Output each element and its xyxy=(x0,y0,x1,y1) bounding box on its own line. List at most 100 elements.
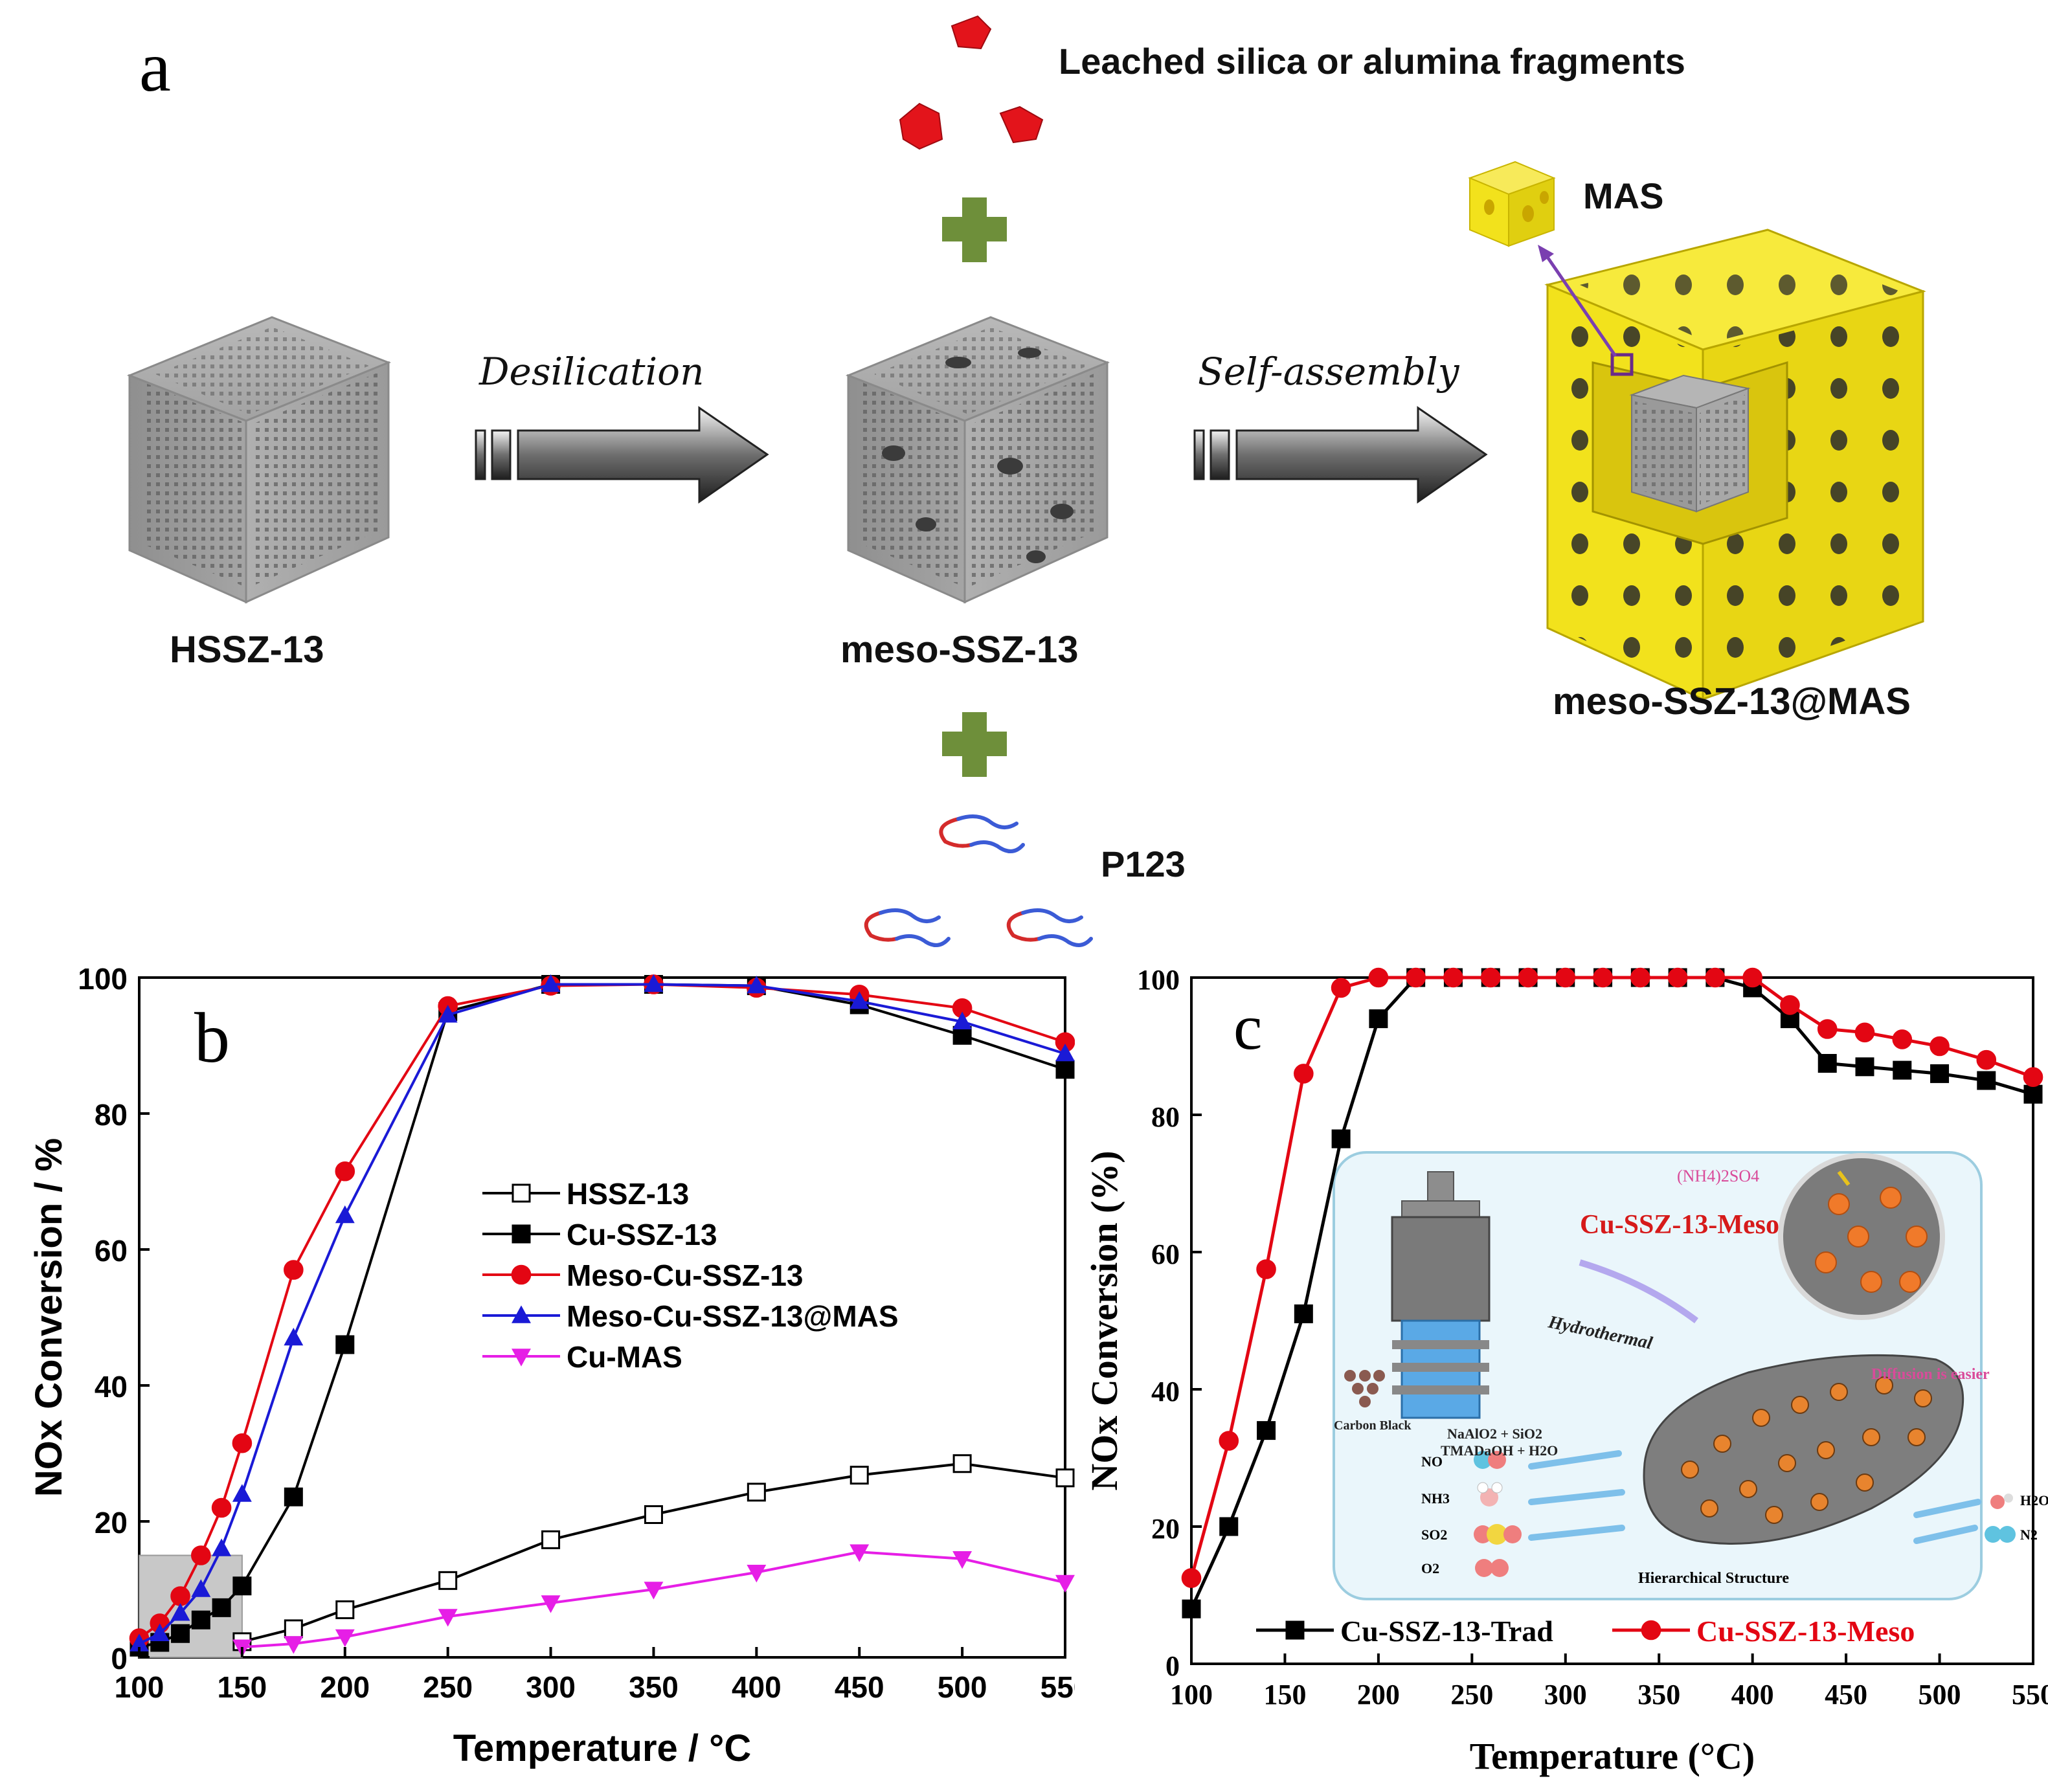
x-tick-label: 500 xyxy=(1919,1679,1961,1710)
data-point xyxy=(335,1600,355,1619)
legend-marker xyxy=(511,1264,532,1285)
inset-product-h2o: H2O xyxy=(2020,1492,2048,1508)
data-point xyxy=(191,1545,211,1565)
data-point xyxy=(1742,967,1762,988)
data-point xyxy=(1182,1599,1201,1618)
legend-entry: HSSZ-13 xyxy=(482,1177,689,1211)
data-point xyxy=(850,991,870,1009)
data-point xyxy=(1976,1049,1997,1070)
data-point xyxy=(644,974,664,992)
data-point xyxy=(1705,967,1726,988)
x-tick-label: 200 xyxy=(1357,1679,1400,1710)
data-point xyxy=(284,1619,303,1639)
data-point xyxy=(952,1025,972,1045)
inset-gas-no: NO xyxy=(1421,1453,1443,1470)
x-axis-label-c: Temperature (°C) xyxy=(1470,1735,1755,1777)
x-axis-label-b: Temperature / °C xyxy=(453,1727,751,1769)
self-assembly-label: Self-assembly xyxy=(1198,350,1459,394)
y-axis-label-c: NOx Conversion (%) xyxy=(1083,1150,1125,1490)
legend-entry: Meso-Cu-SSZ-13 xyxy=(482,1259,803,1292)
data-point xyxy=(1855,1057,1874,1077)
data-point xyxy=(212,1598,231,1617)
self-assembly-arrow xyxy=(1193,406,1488,504)
inset-gas-so2: SO2 xyxy=(1421,1527,1447,1543)
data-point xyxy=(1854,1022,1875,1043)
x-tick-label: 450 xyxy=(835,1670,884,1704)
y-tick-label: 40 xyxy=(1151,1376,1180,1407)
mas-small-cube xyxy=(1468,161,1556,247)
legend-entry: Cu-SSZ-13-Trad xyxy=(1256,1615,1553,1648)
chart-b: HSSZ-13Cu-SSZ-13Meso-Cu-SSZ-13Meso-Cu-SS… xyxy=(28,962,1075,1769)
data-point xyxy=(1518,967,1538,988)
legend-entry: Meso-Cu-SSZ-13@MAS xyxy=(482,1299,899,1333)
legend-label: Meso-Cu-SSZ-13 xyxy=(567,1259,803,1292)
inset-carbon-black: Carbon Black xyxy=(1334,1418,1412,1433)
y-axis-label-b: NOx Conversion / % xyxy=(28,1138,70,1497)
x-tick-label: 150 xyxy=(218,1670,267,1704)
data-point xyxy=(1555,967,1576,988)
legend-entry: Cu-MAS xyxy=(482,1340,682,1374)
data-point xyxy=(335,1629,355,1648)
series-line xyxy=(242,1462,1066,1643)
inset-title: Cu-SSZ-13-Meso xyxy=(1580,1210,1779,1240)
data-point xyxy=(171,1624,190,1643)
y-tick-label: 100 xyxy=(78,962,128,996)
data-point xyxy=(1443,967,1463,988)
legend-label: Cu-SSZ-13 xyxy=(567,1218,717,1251)
legend-label: Meso-Cu-SSZ-13@MAS xyxy=(567,1299,899,1333)
meso-ssz13-label: meso-SSZ-13 xyxy=(840,629,1079,671)
hydrothermal-inset xyxy=(1333,1151,2016,1600)
inset-diffusion: Diffusion is easier xyxy=(1871,1366,1990,1383)
legend-marker xyxy=(1641,1620,1661,1641)
y-tick-label: 100 xyxy=(1137,964,1180,996)
data-point xyxy=(1055,1468,1075,1488)
data-point xyxy=(1817,1019,1838,1039)
data-point xyxy=(191,1579,211,1597)
series-meso-cu-ssz-13-mas xyxy=(129,974,1075,1652)
data-point xyxy=(232,1484,252,1502)
meso-ssz13-mas-label: meso-SSZ-13@MAS xyxy=(1553,680,1911,722)
series-cu-ssz-13-meso xyxy=(1181,967,2043,1588)
meso-ssz13-cube xyxy=(845,316,1110,604)
leached-fragments-label: Leached silica or alumina fragments xyxy=(1059,41,1685,82)
data-point xyxy=(850,1544,870,1562)
data-point xyxy=(1257,1421,1276,1440)
data-point xyxy=(335,1205,355,1224)
data-point xyxy=(1893,1060,1912,1080)
data-point xyxy=(232,1576,252,1596)
data-point xyxy=(438,1571,458,1590)
p123-label: P123 xyxy=(1101,844,1186,884)
y-tick-label: 60 xyxy=(95,1234,128,1268)
data-point xyxy=(438,1005,458,1023)
data-point xyxy=(170,1586,190,1606)
data-point xyxy=(541,974,561,992)
series-cu-mas xyxy=(232,1544,1075,1657)
data-point xyxy=(2023,1084,2043,1104)
plus-sign-top xyxy=(942,197,1007,262)
data-point xyxy=(644,1582,664,1600)
data-point xyxy=(1055,1060,1075,1079)
data-point xyxy=(232,1433,253,1453)
legend-label: HSSZ-13 xyxy=(567,1177,689,1211)
data-point xyxy=(1368,967,1389,988)
schematic-panel-a xyxy=(126,15,1926,947)
data-point xyxy=(1331,978,1351,998)
data-point xyxy=(335,1335,355,1354)
legend-marker xyxy=(512,1183,531,1203)
data-point xyxy=(191,1610,210,1630)
data-point xyxy=(644,1505,663,1524)
y-tick-label: 40 xyxy=(95,1370,128,1404)
x-tick-label: 550 xyxy=(2012,1679,2048,1710)
data-point xyxy=(284,1636,304,1654)
x-tick-label: 100 xyxy=(115,1670,164,1704)
legend-entry: Cu-SSZ-13 xyxy=(482,1218,717,1251)
legend-label: Cu-SSZ-13-Trad xyxy=(1340,1615,1553,1648)
data-point xyxy=(952,1454,972,1473)
data-point xyxy=(335,1161,355,1182)
data-point xyxy=(850,1466,869,1485)
data-point xyxy=(1630,967,1650,988)
x-tick-label: 300 xyxy=(526,1670,576,1704)
data-point xyxy=(1181,1568,1202,1588)
data-point xyxy=(1219,1517,1239,1536)
meso-ssz13-mas-cube xyxy=(1538,229,1926,701)
